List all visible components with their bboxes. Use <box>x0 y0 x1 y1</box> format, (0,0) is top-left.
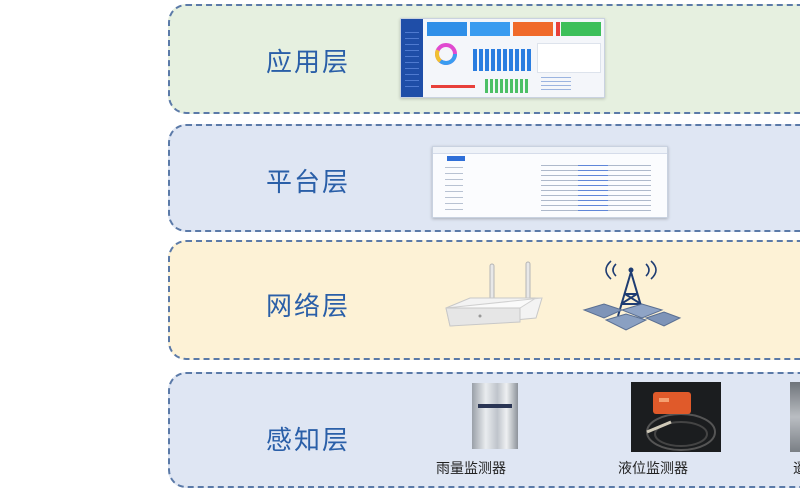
third-device-caption-partial: 遥 <box>793 458 800 478</box>
dashboard-blue-bars <box>473 49 531 71</box>
rain-gauge-caption: 雨量监测器 <box>436 461 506 477</box>
level-sensor-caption: 液位监测器 <box>618 461 688 477</box>
platform-tab-button <box>447 156 465 161</box>
stat-card-blue-1 <box>427 22 467 36</box>
rain-gauge-label-band <box>478 404 512 408</box>
application-layer-title: 应用层 <box>266 48 351 78</box>
signal-tower-icon <box>582 260 682 331</box>
dashboard-donut-chart <box>435 43 457 65</box>
router-icon <box>445 261 543 327</box>
platform-topbar <box>433 147 667 154</box>
dashboard-right-panel <box>537 43 601 73</box>
stat-card-green <box>561 22 601 36</box>
dashboard-sidebar-lines <box>405 27 419 87</box>
platform-table-links <box>578 165 608 211</box>
application-dashboard-screenshot <box>400 18 605 98</box>
stat-card-blue-2 <box>470 22 510 36</box>
dashboard-red-bar <box>431 85 475 88</box>
network-layer-title: 网络层 <box>266 292 351 322</box>
platform-table-screenshot <box>432 146 668 218</box>
level-sensor-device-icon <box>646 392 716 451</box>
platform-left-list <box>445 167 463 211</box>
platform-layer-title: 平台层 <box>266 168 351 198</box>
stat-card-red <box>556 22 560 36</box>
network-layer-panel: 网络层 <box>168 240 800 360</box>
stat-card-orange <box>513 22 553 36</box>
dashboard-list <box>541 77 571 93</box>
third-device-image-partial <box>790 382 800 452</box>
dashboard-green-bars <box>485 79 529 93</box>
rain-gauge-image <box>472 383 518 449</box>
perception-layer-title: 感知层 <box>266 426 351 456</box>
